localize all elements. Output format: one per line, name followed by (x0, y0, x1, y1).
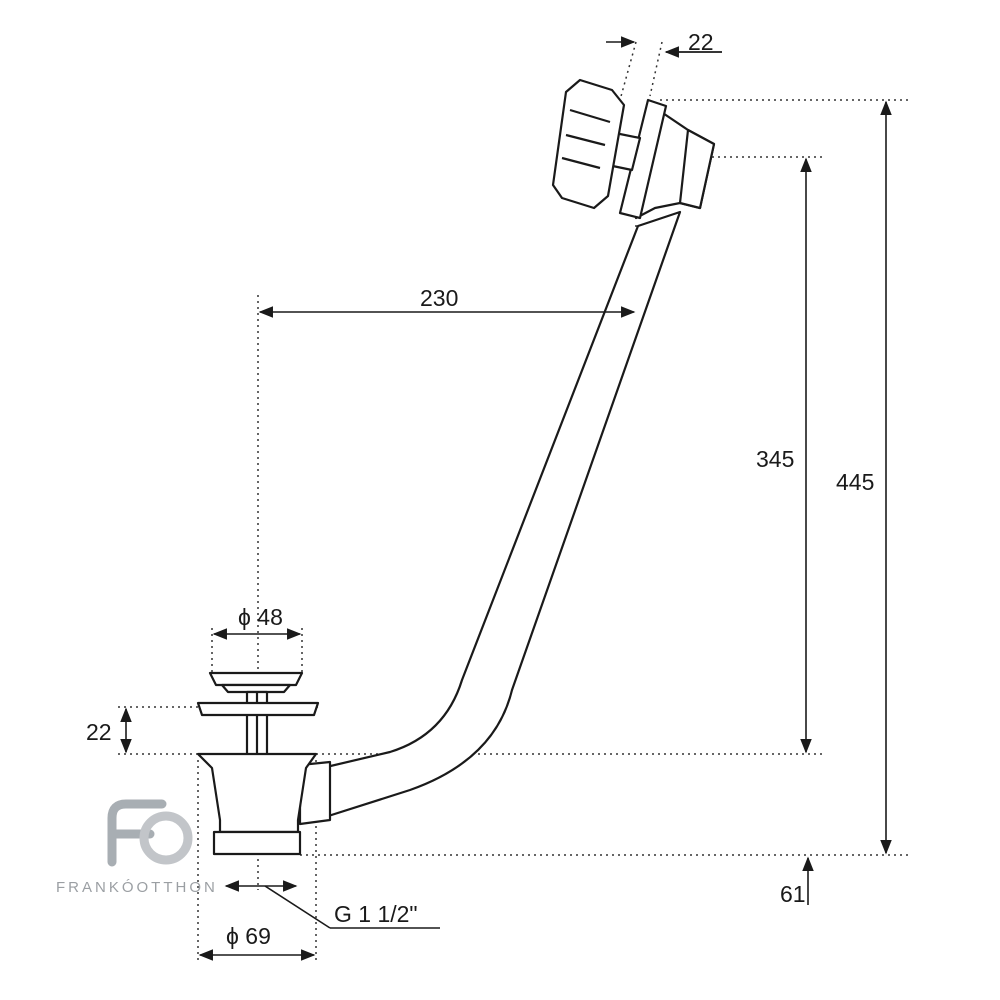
brand-name: FRANKÓOTTHON (56, 879, 218, 896)
overflow-plate (618, 98, 668, 220)
gap-right-extension (649, 41, 663, 97)
tube-body (320, 210, 682, 820)
overflow-handwheel (551, 78, 626, 210)
thread-leader (264, 885, 331, 929)
brand-watermark: FRANKÓOTTHON (56, 799, 218, 896)
connecting-tube (298, 210, 682, 826)
overflow-gap-label: 22 (688, 29, 714, 55)
horizontal-offset-label: 230 (420, 285, 458, 311)
overflow-outlet-collar (678, 128, 716, 210)
plug-disc (196, 701, 320, 717)
outlet-height-label: 61 (780, 881, 806, 907)
waste-body (196, 752, 318, 834)
plug-lift-label: 22 (86, 719, 112, 745)
dimension-lines (120, 36, 892, 961)
thread-size-label: G 1 1/2" (334, 901, 418, 927)
total-height-label: 445 (836, 469, 874, 495)
gap-left-extension (619, 41, 637, 101)
plug-diameter-label: ϕ 48 (238, 604, 283, 630)
waste-assembly (196, 671, 320, 856)
overflow-height-label: 345 (756, 446, 794, 472)
brand-logo-mark (107, 799, 193, 867)
waste-outlet (212, 830, 302, 856)
plug-cap-base (220, 683, 292, 694)
overflow-assembly (551, 78, 716, 220)
body-diameter-label: ϕ 69 (226, 923, 271, 949)
plug-cap (208, 671, 304, 687)
dimension-labels: 22 230 345 445 ϕ 48 22 G 1 1/2" ϕ 69 61 (86, 29, 874, 949)
